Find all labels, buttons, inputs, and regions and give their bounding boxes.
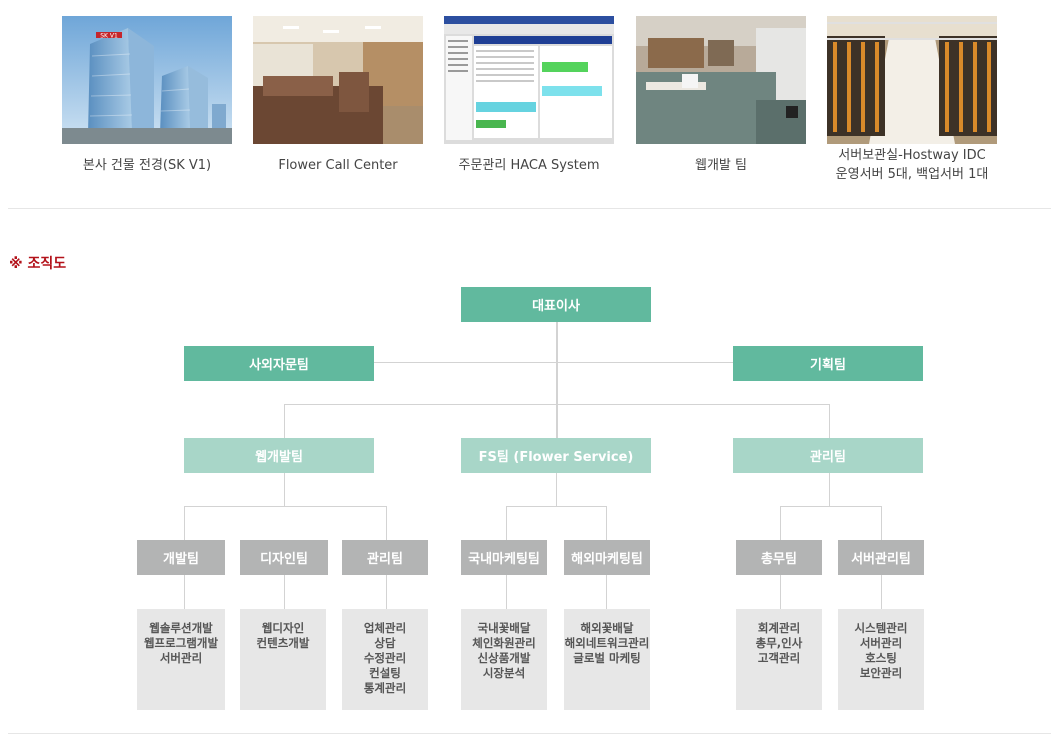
- connector-fs-down: [556, 473, 557, 506]
- section-divider-bottom: [8, 733, 1051, 734]
- duty-item: 서버관리: [859, 636, 903, 650]
- duty-item: 체인화원관리: [472, 636, 536, 650]
- connector-general-team: [780, 506, 781, 540]
- connector-duty-3: [386, 575, 387, 609]
- duty-item: 해외꽃배달: [580, 621, 634, 635]
- photo-caption-call-center: Flower Call Center: [278, 158, 398, 173]
- connector-web-division: [284, 404, 285, 438]
- duty-item: 시장분석: [482, 666, 526, 680]
- connector-ceo-trunk: [556, 322, 558, 438]
- connector-duty-7: [881, 575, 882, 609]
- connector-duty-1: [184, 575, 185, 609]
- duty-item: 컨설팅: [369, 666, 401, 680]
- duty-box-dev-team: 웹솔루션개발 웹프로그램개발 서버관리: [137, 609, 225, 710]
- connector-fs-teams-bus: [506, 506, 607, 507]
- duty-item: 컨텐츠개발: [256, 636, 310, 650]
- duty-box-general-affairs: 회계관리 총무,인사 고객관리: [736, 609, 822, 710]
- duty-item: 고객관리: [757, 651, 801, 665]
- connector-domestic-team: [506, 506, 507, 540]
- connector-admin-down: [829, 473, 830, 506]
- duty-item: 수정관리: [363, 651, 407, 665]
- duty-item: 상담: [374, 636, 396, 650]
- connector-duty-4: [506, 575, 507, 609]
- duty-item: 호스팅: [865, 651, 897, 665]
- org-node-planning-team: 기획팀: [733, 346, 923, 381]
- connector-duty-6: [780, 575, 781, 609]
- connector-web-down: [284, 473, 285, 506]
- duty-box-server-mgmt: 시스템관리 서버관리 호스팅 보안관리: [838, 609, 924, 710]
- sk-v1-sign-text: SK V1: [100, 33, 118, 40]
- photo-haca-system-screen: [444, 16, 614, 144]
- org-node-fs-division: FS팀 (Flower Service): [461, 438, 651, 473]
- connector-server-team: [881, 506, 882, 540]
- photo-web-dev-team-office: [636, 16, 806, 144]
- photo-caption-server-room: 서버보관실-Hostway IDC 운영서버 5대, 백업서버 1대: [835, 148, 989, 182]
- connector-duty-2: [284, 575, 285, 609]
- org-node-mgmt-team: 관리팀: [342, 540, 428, 575]
- duty-box-mgmt-team: 업체관리 상담 수정관리 컨설팅 통계관리: [342, 609, 428, 710]
- connector-overseas-team: [606, 506, 607, 540]
- duty-item: 업체관리: [363, 621, 407, 635]
- duty-item: 웹프로그램개발: [143, 636, 219, 650]
- duty-box-domestic-marketing: 국내꽃배달 체인화원관리 신상품개발 시장분석: [461, 609, 547, 710]
- org-node-ceo: 대표이사: [461, 287, 651, 322]
- duty-item: 웹디자인: [261, 621, 305, 635]
- photo-caption-headquarters: 본사 건물 전경(SK V1): [82, 158, 212, 173]
- connector-advisory-planning: [374, 362, 734, 363]
- duty-item: 글로벌 마케팅: [573, 651, 641, 665]
- duty-box-overseas-marketing: 해외꽃배달 해외네트워크관리 글로벌 마케팅: [564, 609, 650, 710]
- photo-caption-web-dev-team: 웹개발 팀: [695, 158, 747, 173]
- duty-item: 보안관리: [859, 666, 903, 680]
- org-node-web-dev-division: 웹개발팀: [184, 438, 374, 473]
- duty-item: 신상품개발: [477, 651, 531, 665]
- org-node-domestic-marketing-team: 국내마케팅팀: [461, 540, 547, 575]
- duty-item: 통계관리: [363, 681, 407, 695]
- org-node-advisory-team: 사외자문팀: [184, 346, 374, 381]
- connector-mgmt-team: [386, 506, 387, 540]
- photo-caption-haca-system: 주문관리 HACA System: [458, 158, 600, 173]
- duty-box-design-team: 웹디자인 컨텐츠개발: [240, 609, 326, 710]
- photo-headquarters-building: SK V1: [62, 16, 232, 144]
- duty-item: 시스템관리: [854, 621, 908, 635]
- connector-admin-division: [829, 404, 830, 438]
- photo-server-room: [827, 16, 997, 144]
- duty-item: 서버관리: [159, 651, 203, 665]
- connector-duty-5: [606, 575, 607, 609]
- connector-web-teams-bus: [184, 506, 387, 507]
- org-node-admin-division: 관리팀: [733, 438, 923, 473]
- connector-divisions-bus: [284, 404, 830, 405]
- section-divider-top: [8, 208, 1051, 209]
- org-node-overseas-marketing-team: 해외마케팅팀: [564, 540, 650, 575]
- duty-item: 국내꽃배달: [477, 621, 531, 635]
- connector-admin-teams-bus: [780, 506, 882, 507]
- org-node-general-affairs-team: 총무팀: [736, 540, 822, 575]
- duty-item: 웹솔루션개발: [149, 621, 213, 635]
- duty-item: 총무,인사: [755, 636, 803, 650]
- org-node-design-team: 디자인팀: [240, 540, 328, 575]
- duty-item: 회계관리: [757, 621, 801, 635]
- duty-item: 해외네트워크관리: [564, 636, 650, 650]
- org-chart-title: ※ 조직도: [9, 256, 67, 272]
- org-node-dev-team: 개발팀: [137, 540, 225, 575]
- org-node-server-mgmt-team: 서버관리팀: [838, 540, 924, 575]
- photo-flower-call-center: [253, 16, 423, 144]
- connector-dev-team: [184, 506, 185, 540]
